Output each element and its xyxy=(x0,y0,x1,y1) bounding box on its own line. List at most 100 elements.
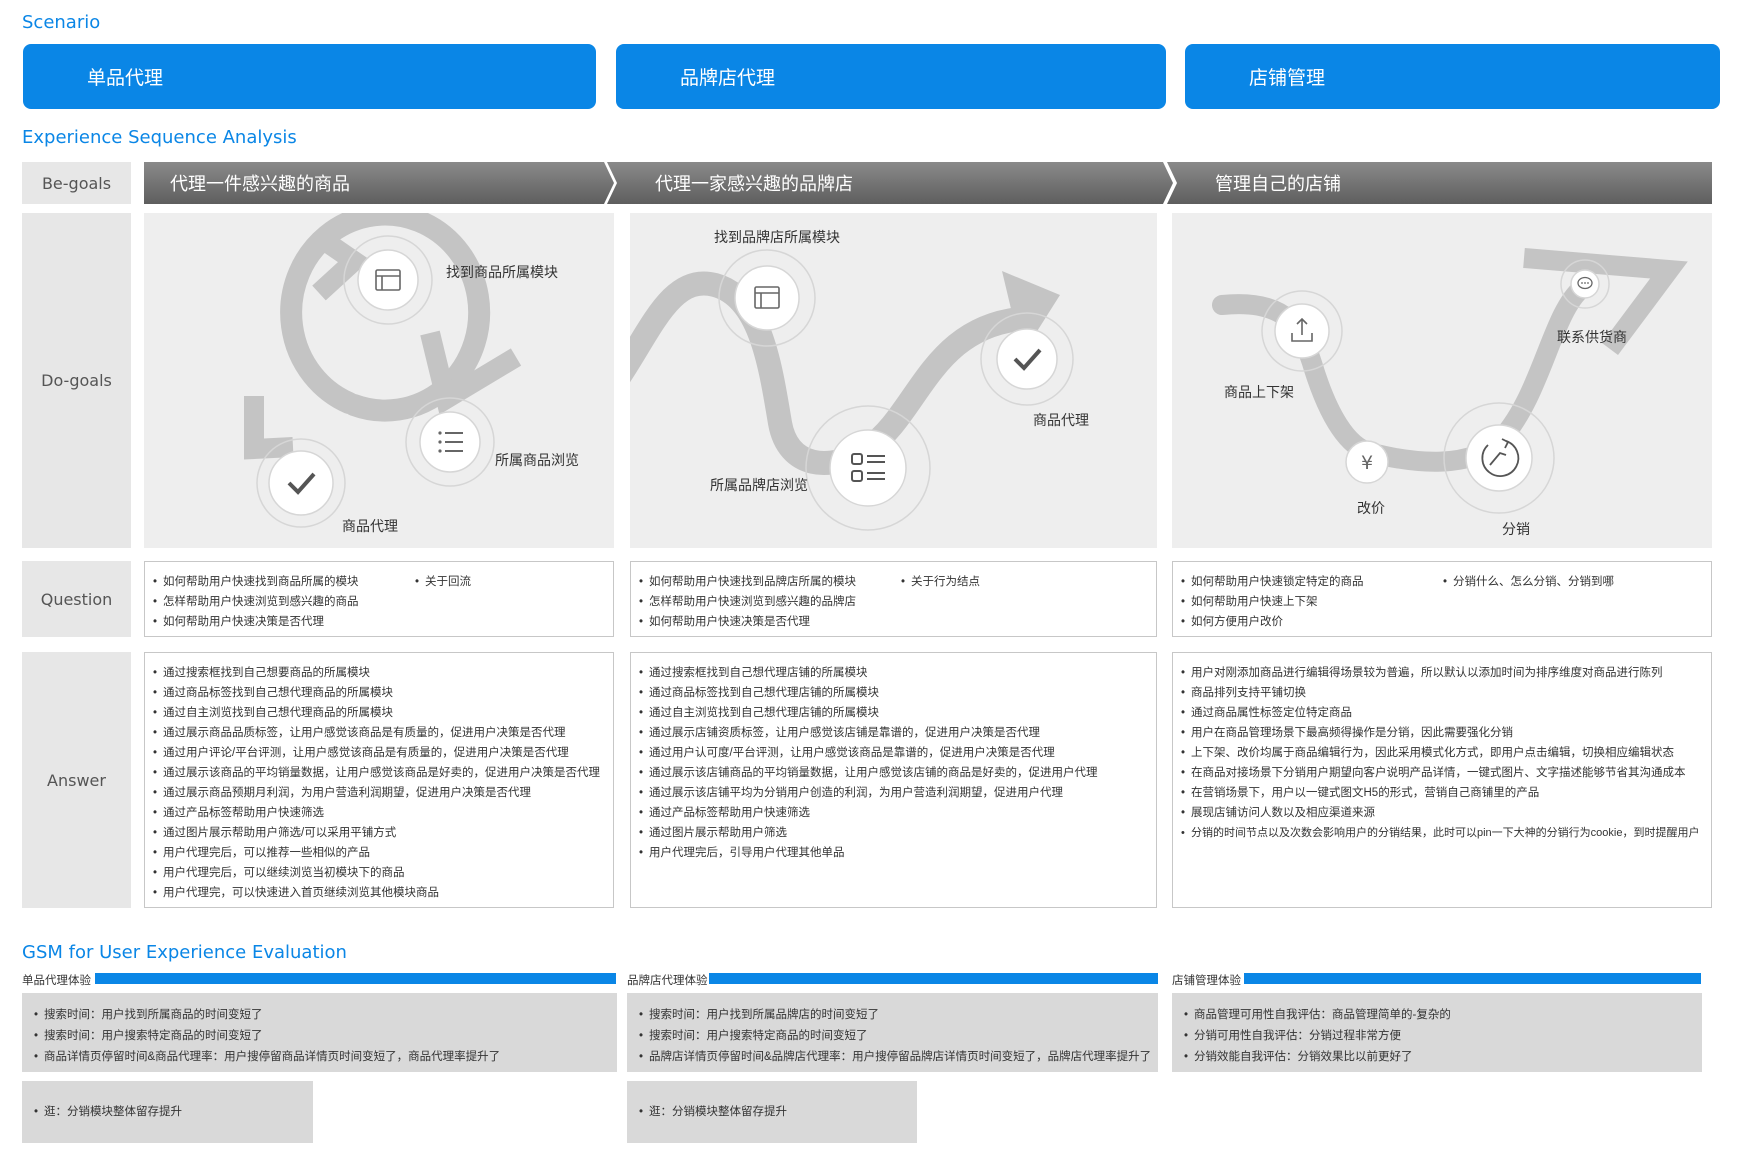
do-goal-label: 所属品牌店浏览 xyxy=(710,477,808,493)
question-item: 怎样帮助用户快速浏览到感兴趣的商品 xyxy=(153,592,359,612)
answer-item: 用户代理完后，可以推荐一些相似的产品 xyxy=(153,843,600,863)
answer-item: 用户代理完，可以快速进入首页继续浏览其他模块商品 xyxy=(153,883,600,903)
gsm-extra-single: 逛：分销模块整体留存提升 xyxy=(22,1081,313,1143)
answer-item: 通过展示该商品的平均销量数据，让用户感觉该商品是好卖的，促进用户决策是否代理 xyxy=(153,763,600,783)
do-goal-label: 找到品牌店所属模块 xyxy=(714,229,840,245)
answer-item: 通过商品属性标签定位特定商品 xyxy=(1181,703,1699,723)
question-item: 怎样帮助用户快速浏览到感兴趣的品牌店 xyxy=(639,592,856,612)
do-goal-label: 商品代理 xyxy=(342,518,398,534)
gsm-label-brand: 品牌店代理体验 xyxy=(627,975,708,987)
answer-item: 通过展示商品品质标签，让用户感觉该商品是有质量的，促进用户决策是否代理 xyxy=(153,723,600,743)
answer-item: 通过产品标签帮助用户快速筛选 xyxy=(639,803,1098,823)
answer-item: 通过搜索框找到自己想代理店铺的所属模块 xyxy=(639,663,1098,683)
answer-item: 通过商品标签找到自己想代理商品的所属模块 xyxy=(153,683,600,703)
answer-item: 通过展示该店铺平均为分销用户创造的利润，为用户营造利润期望，促进用户代理 xyxy=(639,783,1098,803)
answer-box-3: 用户对刚添加商品进行编辑得场景较为普遍，所以默认以添加时间为排序维度对商品进行陈… xyxy=(1172,652,1712,908)
gsm-item: 分销可用性自我评估：分销过程非常方便 xyxy=(1184,1026,1451,1047)
gsm-item: 搜索时间：用户找到所属品牌店的时间变短了 xyxy=(639,1005,1151,1026)
answer-item: 通过搜索框找到自己想要商品的所属模块 xyxy=(153,663,600,683)
row-label-question: Question xyxy=(22,561,131,637)
node-price: ¥ xyxy=(1345,440,1389,484)
question-item: 分销什么、怎么分销、分销到哪 xyxy=(1443,572,1614,592)
answer-box-1: 通过搜索框找到自己想要商品的所属模块 通过商品标签找到自己想代理商品的所属模块 … xyxy=(144,652,614,908)
do-goal-label: 所属商品浏览 xyxy=(495,452,579,468)
scenario-store-management[interactable]: 店铺管理 xyxy=(1185,44,1720,109)
do-goal-label: 商品代理 xyxy=(1033,412,1089,428)
answer-item: 用户代理完后，引导用户代理其他单品 xyxy=(639,843,1098,863)
share-icon xyxy=(1481,438,1520,477)
row-label-answer: Answer xyxy=(22,652,131,908)
be-goal-label: 管理自己的店铺 xyxy=(1215,174,1341,194)
chat-bubble-icon xyxy=(1577,276,1593,290)
question-item: 如何帮助用户快速决策是否代理 xyxy=(639,612,856,632)
row-label-do-goals: Do-goals xyxy=(22,213,131,548)
be-goal-3: 管理自己的店铺 xyxy=(1167,162,1712,204)
answer-box-2: 通过搜索框找到自己想代理店铺的所属模块 通过商品标签找到自己想代理店铺的所属模块… xyxy=(630,652,1157,908)
answer-item: 商品排列支持平铺切换 xyxy=(1181,683,1699,703)
be-goal-label: 代理一家感兴趣的品牌店 xyxy=(655,174,853,194)
checkmark-icon xyxy=(1013,348,1042,371)
yen-icon: ¥ xyxy=(1361,452,1373,474)
question-box-3: 如何帮助用户快速锁定特定的商品 如何帮助用户快速上下架 如何方便用户改价 分销什… xyxy=(1172,561,1712,637)
question-item: 关于回流 xyxy=(415,572,471,592)
answer-item: 通过商品标签找到自己想代理店铺的所属模块 xyxy=(639,683,1098,703)
node-listing xyxy=(1261,290,1343,372)
do-goals-panel-1: 找到商品所属模块 所属商品浏览 商品代理 xyxy=(144,213,614,548)
question-item: 如何帮助用户快速找到商品所属的模块 xyxy=(153,572,359,592)
gsm-item: 逛：分销模块整体留存提升 xyxy=(639,1102,787,1122)
do-goal-label: 分销 xyxy=(1502,521,1530,537)
gsm-divider xyxy=(1244,973,1701,984)
node-brand-browse xyxy=(805,405,931,531)
do-goal-label: 联系供货商 xyxy=(1557,329,1627,345)
answer-item: 通过展示店铺资质标签，让用户感觉该店铺是靠谱的，促进用户决策是否代理 xyxy=(639,723,1098,743)
upload-icon xyxy=(1291,317,1313,342)
gsm-label-single: 单品代理体验 xyxy=(22,975,91,987)
do-goal-label: 商品上下架 xyxy=(1224,384,1294,400)
flow-diagram-1 xyxy=(244,213,522,528)
do-goal-label: 找到商品所属模块 xyxy=(446,264,558,280)
node-contact-supplier xyxy=(1560,259,1610,309)
gsm-box-store: 商品管理可用性自我评估：商品管理简单的-复杂的 分销可用性自我评估：分销过程非常… xyxy=(1172,993,1702,1072)
answer-item: 通过用户认可度/平台评测，让用户感觉该商品是靠谱的，促进用户决策是否代理 xyxy=(639,743,1098,763)
gsm-item: 品牌店详情页停留时间&品牌店代理率：用户搜停留品牌店详情页时间变短了，品牌店代理… xyxy=(639,1047,1151,1068)
answer-item: 通过自主浏览找到自己想代理商品的所属模块 xyxy=(153,703,600,723)
node-find-brand-module xyxy=(718,249,816,347)
answer-item: 通过展示商品预期月利润，为用户营造利润期望，促进用户决策是否代理 xyxy=(153,783,600,803)
gsm-divider xyxy=(95,973,616,984)
gsm-item: 商品详情页停留时间&商品代理率：用户搜停留商品详情页时间变短了，商品代理率提升了 xyxy=(34,1047,500,1068)
answer-item: 上下架、改价均属于商品编辑行为，因此采用模式化方式，即用户点击编辑，切换相应编辑… xyxy=(1181,743,1699,763)
answer-item: 在营销场景下，用户以一键式图文H5的形式，营销自己商铺里的产品 xyxy=(1181,783,1699,803)
do-goals-panel-3: ¥ 商品上下架 改价 分销 联系供货商 xyxy=(1172,213,1712,548)
do-goals-panel-2: 找到品牌店所属模块 所属品牌店浏览 商品代理 xyxy=(630,213,1157,548)
answer-item: 用户对刚添加商品进行编辑得场景较为普遍，所以默认以添加时间为排序维度对商品进行陈… xyxy=(1181,663,1699,683)
gsm-item: 搜索时间：用户搜索特定商品的时间变短了 xyxy=(34,1026,500,1047)
node-brand-agency xyxy=(980,312,1074,406)
scenario-label: 品牌店代理 xyxy=(680,68,776,89)
node-distribution xyxy=(1443,402,1555,514)
gsm-box-single: 搜索时间：用户找到所属商品的时间变短了 搜索时间：用户搜索特定商品的时间变短了 … xyxy=(22,993,617,1072)
answer-item: 分销的时间节点以及次数会影响用户的分销结果，此时可以pin一下大神的分销行为co… xyxy=(1181,823,1699,843)
browser-window-icon xyxy=(375,269,401,291)
node-browse xyxy=(405,397,495,487)
section-title-scenario: Scenario xyxy=(22,12,101,33)
be-goal-label: 代理一件感兴趣的商品 xyxy=(170,174,350,194)
answer-item: 在商品对接场景下分销用户期望向客户说明产品详情，一键式图片、文字描述能够节省其沟… xyxy=(1181,763,1699,783)
answer-item: 通过图片展示帮助用户筛选/可以采用平铺方式 xyxy=(153,823,600,843)
answer-item: 通过展示该店铺商品的平均销量数据，让用户感觉该店铺的商品是好卖的，促进用户代理 xyxy=(639,763,1098,783)
question-box-2: 如何帮助用户快速找到品牌店所属的模块 怎样帮助用户快速浏览到感兴趣的品牌店 如何… xyxy=(630,561,1157,637)
answer-item: 通过自主浏览找到自己想代理店铺的所属模块 xyxy=(639,703,1098,723)
scenario-single-product-agency[interactable]: 单品代理 xyxy=(23,44,596,109)
node-find-module xyxy=(343,235,433,325)
answer-item: 展现店铺访问人数以及相应渠道来源 xyxy=(1181,803,1699,823)
answer-item: 通过用户评论/平台评测，让用户感觉该商品是有质量的，促进用户决策是否代理 xyxy=(153,743,600,763)
scenario-label: 单品代理 xyxy=(87,68,164,89)
scenario-brand-store-agency[interactable]: 品牌店代理 xyxy=(616,44,1166,109)
node-agency xyxy=(256,438,346,528)
answer-item: 通过图片展示帮助用户筛选 xyxy=(639,823,1098,843)
gsm-item: 逛：分销模块整体留存提升 xyxy=(34,1102,182,1122)
answer-item: 用户代理完后，可以继续浏览当初模块下的商品 xyxy=(153,863,600,883)
do-goal-label: 改价 xyxy=(1357,500,1385,516)
question-item: 如何帮助用户快速决策是否代理 xyxy=(153,612,359,632)
flow-diagram-3: ¥ xyxy=(1212,248,1688,514)
list-icon xyxy=(438,431,463,453)
